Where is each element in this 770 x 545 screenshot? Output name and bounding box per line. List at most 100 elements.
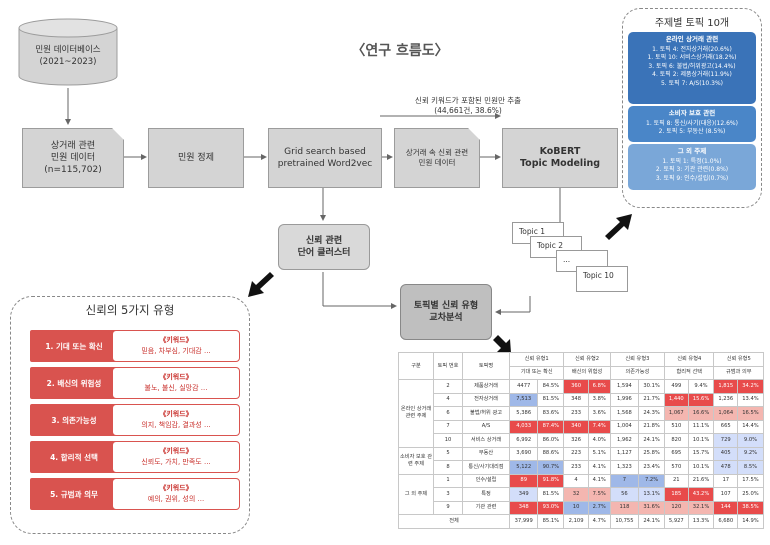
count-cell: 1,323 xyxy=(609,460,640,475)
percent-cell: 88.6% xyxy=(537,446,565,461)
total-count-cell: 2,109 xyxy=(563,514,589,529)
topic-number: 4 xyxy=(433,392,463,407)
topic-name: 기관 관련 xyxy=(462,500,510,515)
percent-cell: 9.0% xyxy=(737,433,764,448)
percent-cell: 10.1% xyxy=(687,433,715,448)
kobert-line2: Topic Modeling xyxy=(519,158,601,169)
commerce-complaint-box: 상거래 관련 민원 데이터 (n=115,702) xyxy=(22,128,124,188)
trust-type-keywords: 《키워드》신뢰도, 가치, 만족도 ... xyxy=(112,441,240,473)
keyword-header: 《키워드》 xyxy=(159,336,193,344)
topic-category-consumer: 소비자 보호 관련 1. 토픽 8: 통신/사기(대응)(12.6%) 2. 토… xyxy=(628,106,756,142)
percent-cell: 21.7% xyxy=(638,392,666,407)
percent-cell: 83.6% xyxy=(537,406,565,421)
count-cell: 144 xyxy=(713,500,738,515)
trust-type-keywords: 《키워드》 믿음, 차부심, 기대감 ... xyxy=(112,330,240,362)
count-cell: 1,594 xyxy=(609,379,640,394)
trust-box-line2: 민원 데이터 xyxy=(418,158,456,167)
percent-cell: 11.1% xyxy=(687,419,715,434)
count-cell: 405 xyxy=(713,446,738,461)
percent-cell: 10.1% xyxy=(687,460,715,475)
count-cell: 17 xyxy=(713,473,738,488)
category-item: 2. 토픽 5: 부동산 (8.5%) xyxy=(658,128,726,135)
topic-name: 제품상거래 xyxy=(462,379,510,394)
total-percent-cell: 13.3% xyxy=(687,514,715,529)
arrow-to-table-icon xyxy=(493,335,511,353)
topic-name: 전자상거래 xyxy=(462,392,510,407)
count-cell: 120 xyxy=(664,500,689,515)
category-head: 그 외 주제 xyxy=(677,147,707,155)
topic-label: ... xyxy=(563,255,571,264)
count-cell: 1,996 xyxy=(609,392,640,407)
count-cell: 695 xyxy=(664,446,689,461)
kobert-box: KoBERT Topic Modeling xyxy=(502,128,618,188)
count-cell: 348 xyxy=(508,500,539,515)
count-cell: 1,962 xyxy=(609,433,640,448)
count-cell: 4477 xyxy=(508,379,539,394)
subheader-type2: 배신의 위험성 xyxy=(563,365,611,380)
count-cell: 499 xyxy=(664,379,689,394)
subheader-type3: 의존가능성 xyxy=(609,365,666,380)
percent-cell: 81.5% xyxy=(537,487,565,502)
topic-label: Topic 2 xyxy=(537,241,564,250)
count-cell: 340 xyxy=(563,419,589,434)
word2vec-line1: Grid search based xyxy=(284,147,366,157)
topic-label: Topic 10 xyxy=(583,271,614,280)
percent-cell: 43.2% xyxy=(687,487,715,502)
percent-cell: 34.2% xyxy=(737,379,764,394)
group-label: 소비자 보호 관련 주제 xyxy=(398,446,434,475)
database-icon xyxy=(18,18,118,86)
trust-complaint-box: 상거래 속 신뢰 관련 민원 데이터 xyxy=(394,128,480,188)
percent-cell: 7.4% xyxy=(587,419,611,434)
percent-cell: 91.8% xyxy=(537,473,565,488)
percent-cell: 32.1% xyxy=(687,500,715,515)
total-label: 전체 xyxy=(398,514,510,529)
total-percent-cell: 14.9% xyxy=(737,514,764,529)
count-cell: 1,064 xyxy=(713,406,738,421)
percent-cell: 13.4% xyxy=(737,392,764,407)
percent-cell: 93.0% xyxy=(537,500,565,515)
keyword-list: 신뢰도, 가치, 만족도 ... xyxy=(141,458,211,466)
cluster-box: 신뢰 관련 단어 클러스터 xyxy=(278,224,370,270)
category-item: 1. 토픽 1: 특정(1.0%) xyxy=(662,157,722,165)
percent-cell: 25.8% xyxy=(638,446,666,461)
topic-name: A/S xyxy=(462,419,510,434)
header-type5: 신뢰 유형5 xyxy=(713,352,764,367)
kobert-line1: KoBERT xyxy=(539,146,581,157)
note-line1: 신뢰 키워드가 포함된 민원만 추출 xyxy=(414,96,522,105)
percent-cell: 4.1% xyxy=(587,473,611,488)
cleaning-box-label: 민원 정제 xyxy=(178,153,214,163)
topic-number: 2 xyxy=(433,379,463,394)
topic-name: 통신/사기대리점 xyxy=(462,460,510,475)
page-title: 〈연구 흐름도〉 xyxy=(351,43,449,59)
count-cell: 107 xyxy=(713,487,738,502)
percent-cell: 15.7% xyxy=(687,446,715,461)
keyword-list: 불노, 불신, 실망감 ... xyxy=(144,384,208,392)
table-header-row: 구분 토픽 번호 토픽명 신뢰 유형1 신뢰 유형2 신뢰 유형3 신뢰 유형4… xyxy=(398,352,764,380)
commerce-box-line3: (n=115,702) xyxy=(44,165,102,175)
header-type4: 신뢰 유형4 xyxy=(664,352,715,367)
count-cell: 820 xyxy=(664,433,689,448)
percent-cell: 90.7% xyxy=(537,460,565,475)
percent-cell: 2.7% xyxy=(587,500,611,515)
topic-number: 5 xyxy=(433,446,463,461)
percent-cell: 3.6% xyxy=(587,406,611,421)
count-cell: 233 xyxy=(563,406,589,421)
count-cell: 478 xyxy=(713,460,738,475)
count-cell: 1,815 xyxy=(713,379,738,394)
subheader-type4: 합리적 선택 xyxy=(664,365,715,380)
count-cell: 665 xyxy=(713,419,738,434)
percent-cell: 24.3% xyxy=(638,406,666,421)
header-num: 토픽 번호 xyxy=(433,352,463,380)
keyword-list: 의지, 책임감, 결과성 ... xyxy=(141,421,211,429)
trust-box-line1: 상거래 속 신뢰 관련 xyxy=(405,148,469,157)
note-line2: (44,661건, 38.6%) xyxy=(434,106,502,115)
count-cell: 5,122 xyxy=(508,460,539,475)
keyword-list: 믿음, 차부심, 기대감 ... xyxy=(141,347,211,355)
percent-cell: 9.4% xyxy=(687,379,715,394)
total-count-cell: 6,680 xyxy=(713,514,738,529)
cluster-line2: 단어 클러스터 xyxy=(297,248,351,258)
